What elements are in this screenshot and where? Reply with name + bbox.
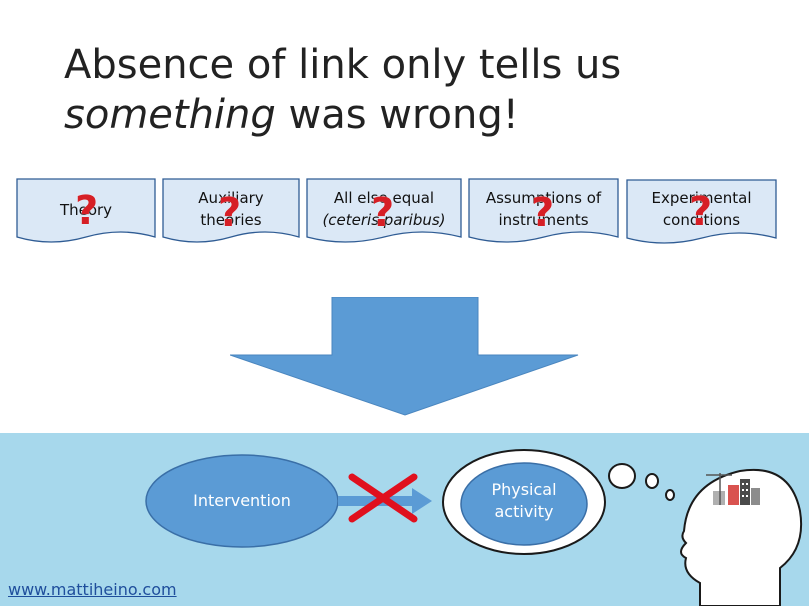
- question-mark-icon: ?: [218, 190, 242, 236]
- title-emphasis: something: [64, 92, 276, 138]
- intervention-label: Intervention: [193, 491, 291, 510]
- thought-dot-large: [608, 463, 636, 489]
- website-link[interactable]: www.mattiheino.com: [8, 580, 177, 599]
- city-icon: [706, 473, 760, 505]
- title-line-1: Absence of link only tells us: [64, 42, 622, 88]
- physical-activity-ellipse: [460, 462, 588, 546]
- down-arrow-icon: [230, 297, 579, 416]
- link-arrow-head: [412, 488, 432, 514]
- card-theory: Theory ?: [16, 178, 156, 247]
- head-icon: [680, 468, 803, 606]
- card-ceteris-label: All else equal(ceteris paribus): [322, 189, 446, 229]
- question-mark-icon: ?: [371, 190, 395, 236]
- slide-title: Absence of link only tells us something …: [64, 40, 764, 140]
- thought-dot-medium: [645, 473, 659, 489]
- physical-activity-label: Physical activity: [491, 480, 557, 521]
- thought-dot-small: [665, 489, 675, 501]
- bottom-band: Intervention Physical activity: [0, 433, 809, 606]
- question-mark-icon: ?: [531, 190, 555, 236]
- question-mark-icon: ?: [689, 189, 713, 235]
- title-rest: was wrong!: [275, 92, 519, 138]
- scene-drawing: [145, 449, 803, 606]
- question-mark-icon: ?: [75, 188, 99, 234]
- cross-icon: [348, 473, 418, 523]
- card-ceteris-paribus: All else equal(ceteris paribus) ?: [306, 178, 462, 247]
- card-theory-label: Theory: [59, 201, 113, 219]
- title-line-2: something was wrong!: [64, 90, 764, 140]
